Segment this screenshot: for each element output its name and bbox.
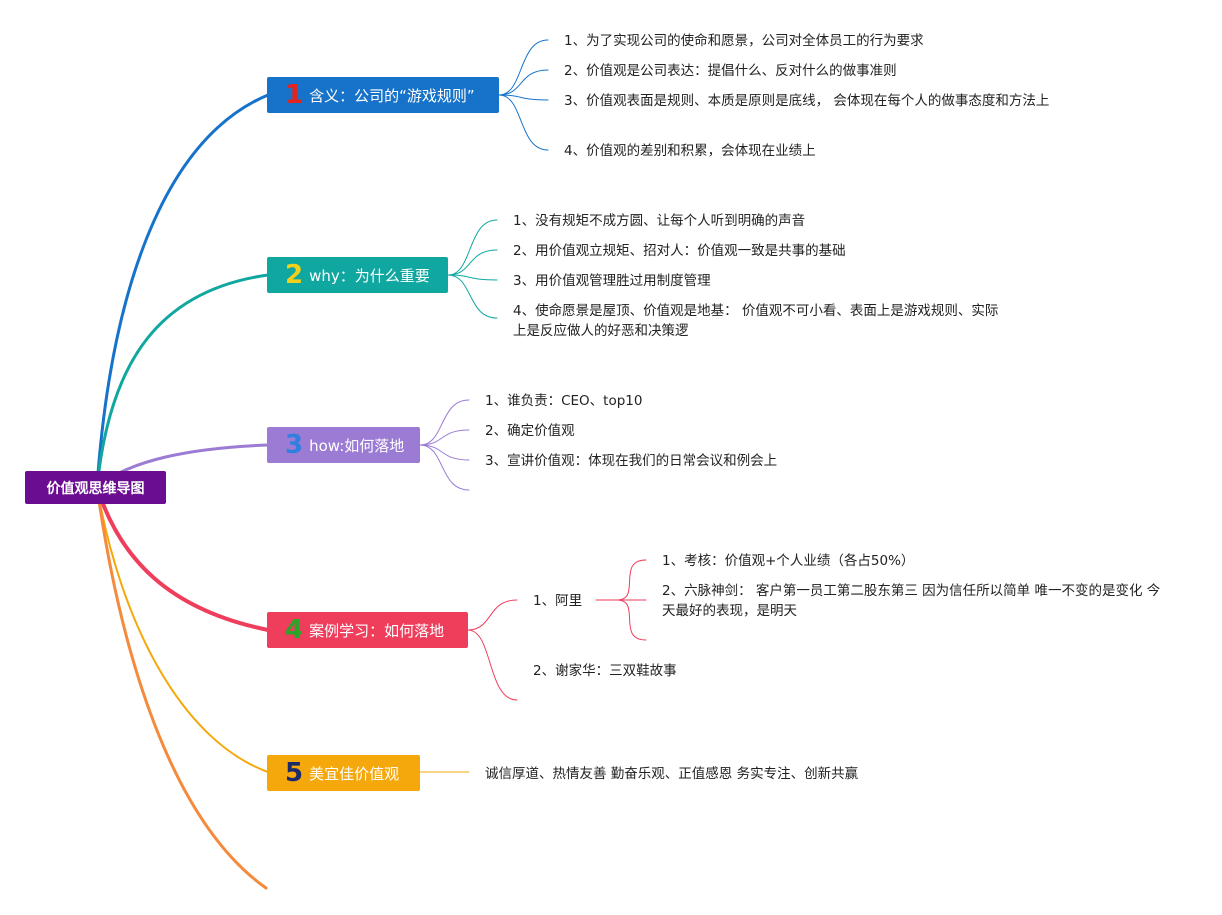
- root-extra-line: [95, 485, 268, 890]
- meaning-item-3[interactable]: 3、价值观表面是规则、本质是原则是底线， 会体现在每个人的做事态度和方法上: [564, 93, 1050, 109]
- how-connector-4: [419, 444, 470, 491]
- meaning-connector-4: [498, 94, 549, 151]
- number-1-icon: 1: [285, 80, 304, 110]
- branch-case-study[interactable]: 4 案例学习：如何落地: [267, 612, 468, 648]
- case-item-zappos[interactable]: 2、谢家华：三双鞋故事: [533, 663, 677, 679]
- how-item-1[interactable]: 1、谁负责：CEO、top10: [485, 393, 643, 409]
- branch-how[interactable]: 3 how:如何落地: [267, 427, 420, 463]
- branch-why[interactable]: 2 why：为什么重要: [267, 257, 448, 293]
- case-connector-1: [467, 599, 518, 631]
- alibaba-connector-3: [616, 599, 647, 641]
- meiyijia-values-item[interactable]: 诚信厚道、热情友善 勤奋乐观、正值感恩 务实专注、创新共赢: [485, 766, 859, 782]
- root-to-branch-1-line: [95, 93, 270, 489]
- root-to-branch-5-line: [96, 486, 269, 773]
- why-item-1[interactable]: 1、没有规矩不成方圆、让每个人听到明确的声音: [513, 213, 806, 229]
- how-connector-3: [419, 444, 470, 461]
- number-4-icon: 4: [285, 615, 304, 645]
- number-5-icon: 5: [285, 758, 304, 788]
- meaning-item-4[interactable]: 4、价值观的差别和积累，会体现在业绩上: [564, 143, 816, 159]
- branch-meiyijia-label: 美宜佳价值观: [309, 764, 400, 783]
- meaning-item-1[interactable]: 1、为了实现公司的使命和愿景，公司对全体员工的行为要求: [564, 33, 924, 49]
- why-connector-4: [447, 274, 498, 319]
- root-to-branch-4-line: [95, 485, 270, 632]
- meaning-connector-2: [498, 69, 549, 96]
- why-connector-3: [447, 274, 498, 281]
- branch-meaning-label: 含义：公司的“游戏规则”: [309, 86, 475, 105]
- alibaba-sub-item-2[interactable]: 2、六脉神剑： 客户第一员工第二股东第三 因为信任所以简单 唯一不变的是变化 今…: [662, 583, 1161, 619]
- why-connector-2: [447, 249, 498, 276]
- how-item-3[interactable]: 3、宣讲价值观：体现在我们的日常会议和例会上: [485, 453, 778, 469]
- meaning-connector-3: [498, 94, 549, 101]
- branch-meaning[interactable]: 1 含义：公司的“游戏规则”: [267, 77, 499, 113]
- how-connector-1: [419, 399, 470, 446]
- how-item-2[interactable]: 2、确定价值观: [485, 423, 575, 439]
- why-item-4[interactable]: 4、使命愿景是屋顶、价值观是地基： 价值观不可小看、表面上是游戏规则、实际上是反…: [513, 303, 999, 339]
- how-connector-2: [419, 429, 470, 446]
- root-to-branch-2-line: [95, 273, 270, 489]
- case-connector-2: [467, 629, 518, 701]
- branch-why-label: why：为什么重要: [309, 266, 430, 285]
- why-item-2[interactable]: 2、用价值观立规矩、招对人：价值观一致是共事的基础: [513, 243, 846, 259]
- why-connector-1: [447, 219, 498, 276]
- root-topic-label: 价值观思维导图: [46, 480, 145, 497]
- number-2-icon: 2: [285, 260, 304, 290]
- branch-meiyijia-values[interactable]: 5 美宜佳价值观: [267, 755, 420, 791]
- meaning-connector-1: [498, 39, 549, 96]
- why-item-3[interactable]: 3、用价值观管理胜过用制度管理: [513, 273, 711, 289]
- alibaba-sub-item-1[interactable]: 1、考核：价值观+个人业绩（各占50%）: [662, 553, 915, 569]
- root-topic[interactable]: 价值观思维导图: [25, 471, 166, 504]
- branch-case-study-label: 案例学习：如何落地: [309, 621, 445, 640]
- number-3-icon: 3: [285, 430, 304, 460]
- case-item-alibaba[interactable]: 1、阿里: [533, 593, 583, 609]
- branch-how-label: how:如何落地: [309, 436, 405, 455]
- meaning-item-2[interactable]: 2、价值观是公司表达：提倡什么、反对什么的做事准则: [564, 63, 897, 79]
- alibaba-connector-1: [616, 559, 647, 601]
